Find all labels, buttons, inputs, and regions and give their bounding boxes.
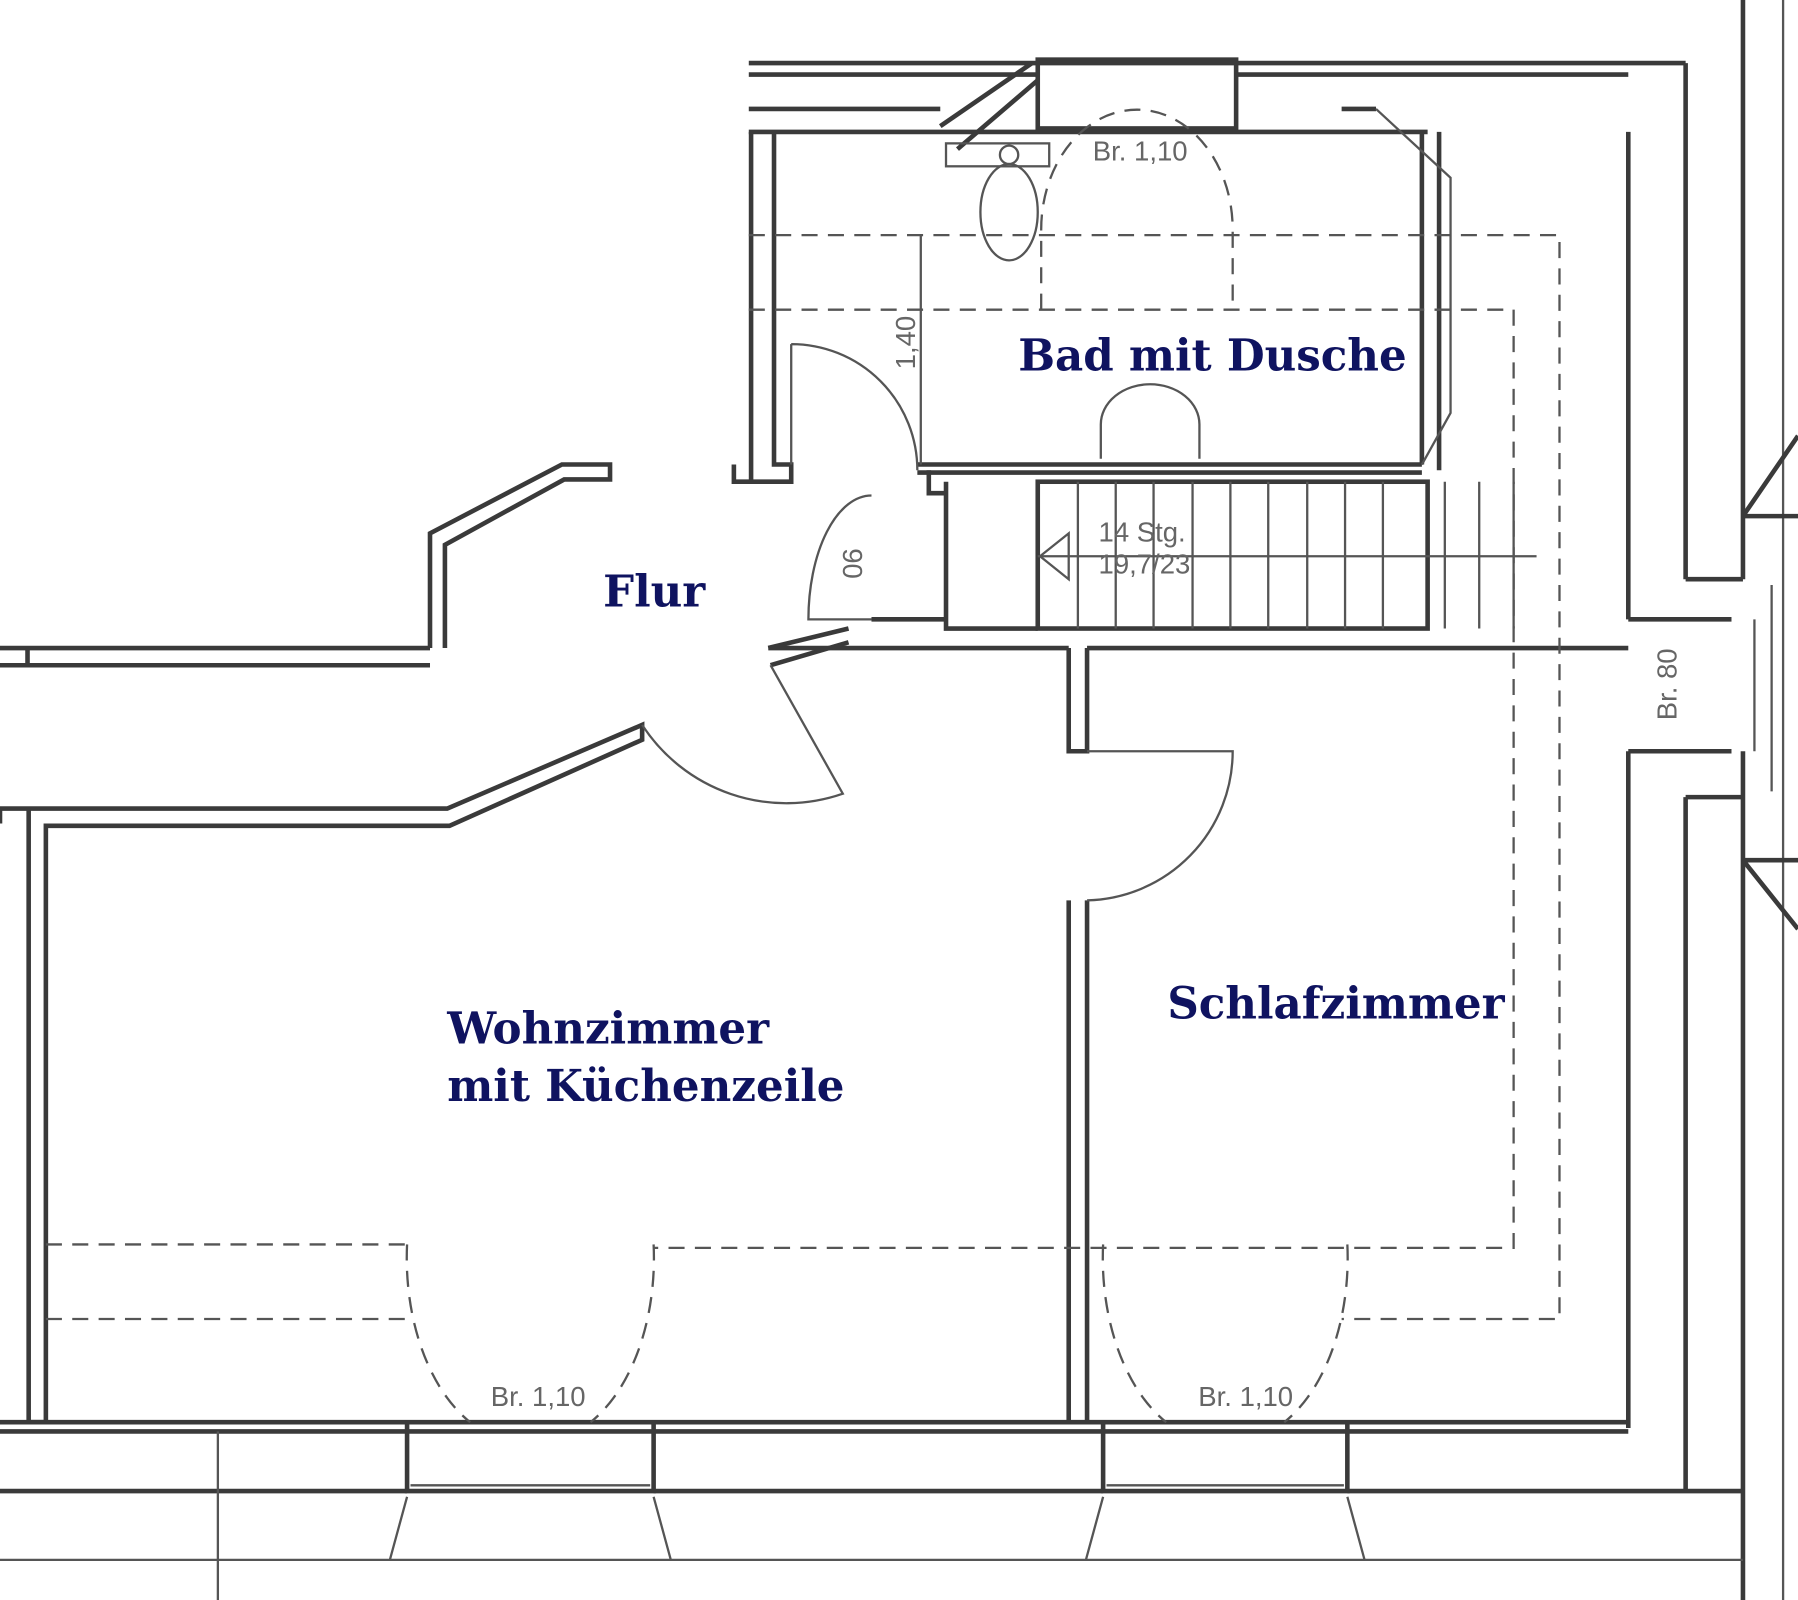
stairs-count: 14 Stg. [1099, 516, 1186, 547]
room-label-hall: Flur [603, 567, 706, 618]
dim-bedroom-window: Br. 1,10 [1198, 1381, 1293, 1412]
room-label-bath: Bad mit Dusche [1018, 330, 1406, 381]
dim-bath-window: Br. 1,10 [1093, 136, 1188, 167]
dim-living-window: Br. 1,10 [491, 1381, 586, 1412]
room-label-living-kitchen: mit Küchenzeile [447, 1061, 844, 1112]
room-label-living: Wohnzimmer [446, 1004, 770, 1055]
sink-icon [1099, 383, 1201, 459]
room-label-bedroom: Schlafzimmer [1167, 978, 1505, 1029]
dashed-lines [45, 108, 1561, 1424]
toilet-icon [979, 162, 1039, 262]
doors [641, 342, 1234, 902]
fixtures [919, 142, 1201, 465]
dim-door-width: 90 [837, 548, 868, 579]
stairs-ratio: 19,7/23 [1099, 548, 1191, 579]
dim-side-window: Br. 80 [1651, 648, 1682, 720]
dim-bath-height: 1,40 [890, 316, 921, 370]
